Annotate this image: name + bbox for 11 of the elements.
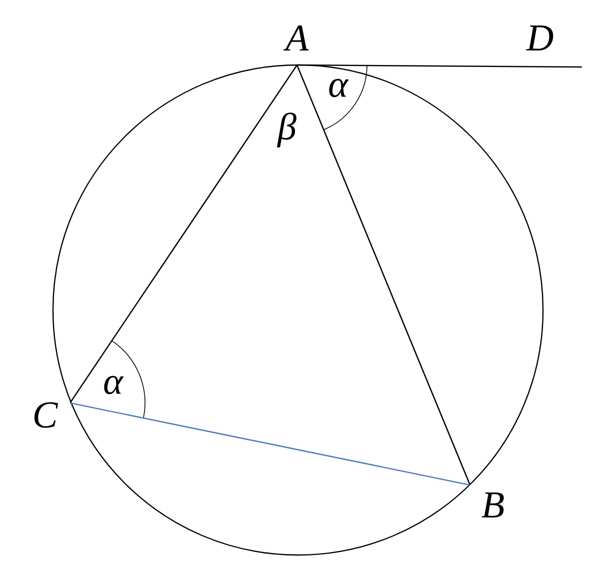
line-segment [70, 64, 298, 404]
point-label: B [482, 492, 504, 518]
angle-label: α [104, 376, 124, 394]
point-label: C [34, 402, 58, 428]
angle-label: α [329, 78, 349, 98]
line-segment [296, 64, 471, 486]
angle-label: β [276, 112, 296, 148]
point-label: A [283, 25, 309, 51]
line-segment [297, 64, 582, 68]
line-segment [70, 402, 470, 486]
point-label: D [526, 26, 554, 50]
